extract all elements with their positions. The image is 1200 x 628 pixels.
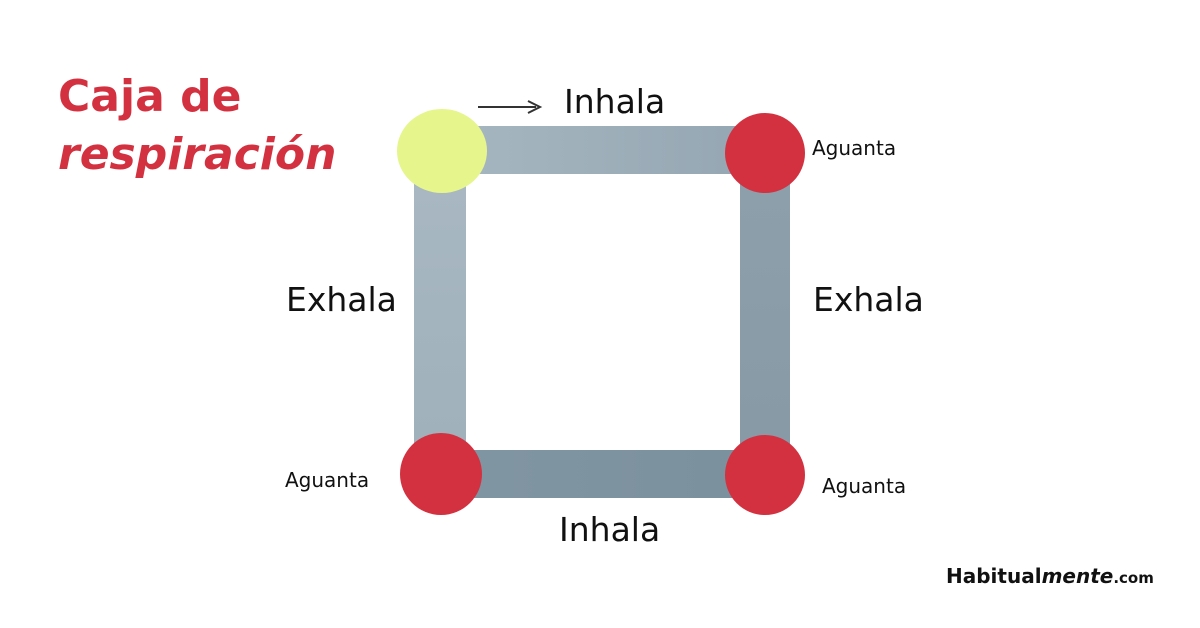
brand-main: Habitual [946, 564, 1042, 588]
label-inhala-top: Inhala [564, 82, 666, 121]
hold-node-bottom-left [400, 433, 482, 515]
label-inhala-bottom: Inhala [559, 510, 661, 549]
hold-node-bottom-right [725, 435, 805, 515]
hold-node-top-right [725, 113, 805, 193]
label-aguanta-bottom-left: Aguanta [285, 468, 370, 492]
label-aguanta-top-right: Aguanta [812, 136, 897, 160]
title-line-1: Caja de [58, 71, 242, 122]
arrow-right-icon [478, 100, 543, 114]
box-edge-bottom [440, 450, 766, 498]
brand-logo: Habitualmente.com [946, 564, 1154, 590]
diagram-title: Caja de respiración [58, 68, 336, 184]
box-edge-right [740, 150, 790, 476]
label-aguanta-bottom-right: Aguanta [822, 474, 907, 498]
title-line-2: respiración [58, 129, 337, 180]
box-edge-left [414, 150, 466, 476]
brand-emphasis: mente [1041, 564, 1114, 588]
start-node [397, 109, 487, 193]
label-exhala-right: Exhala [813, 280, 924, 319]
box-edge-top [440, 126, 766, 174]
label-exhala-left: Exhala [286, 280, 397, 319]
brand-tld: .com [1113, 569, 1154, 587]
